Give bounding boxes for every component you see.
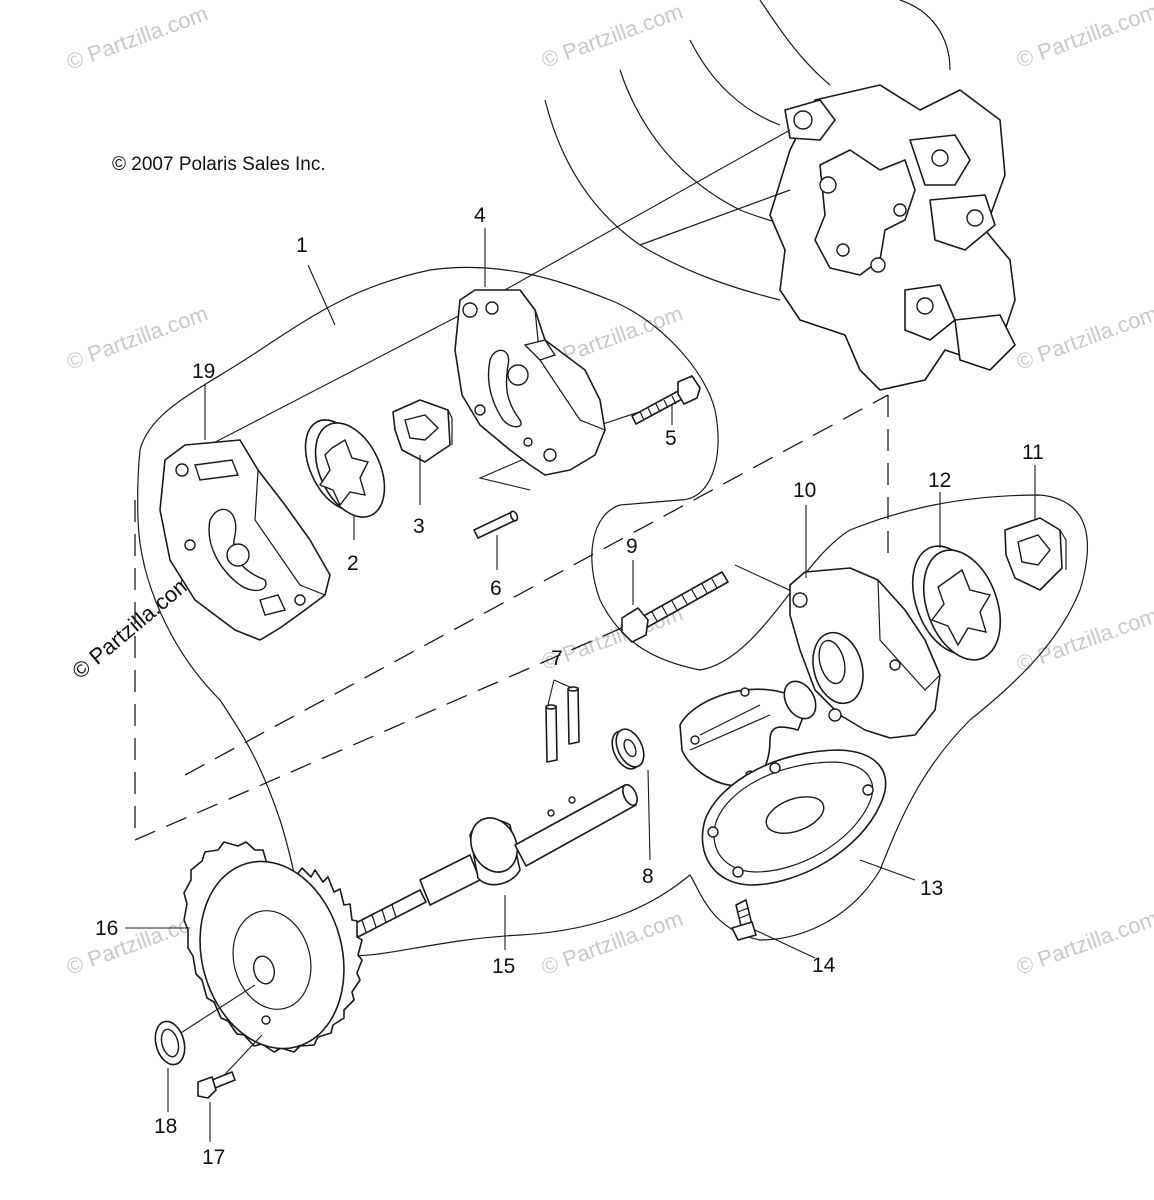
crankcase-housing — [544, 0, 1016, 391]
callout-3: 3 — [413, 515, 425, 538]
callout-7: 7 — [551, 647, 563, 670]
callout-2: 2 — [347, 552, 359, 575]
callout-15: 15 — [492, 955, 515, 978]
callout-5: 5 — [665, 427, 677, 450]
part-4-pump-plate — [454, 289, 606, 476]
watermark: © Partzilla.com — [538, 0, 686, 73]
part-13-gasket — [701, 749, 887, 886]
part-3-inner-rotor — [392, 399, 453, 463]
part-10-pump-body — [789, 567, 941, 739]
watermark-diagonal: © Partzilla.com — [67, 569, 197, 683]
callout-18: 18 — [154, 1115, 177, 1138]
callout-leaders — [125, 228, 1036, 1142]
callout-12: 12 — [928, 469, 951, 492]
callout-8: 8 — [642, 865, 654, 888]
watermark: © Partzilla.com — [63, 301, 211, 375]
callout-9: 9 — [626, 535, 638, 558]
part-7-pins — [545, 686, 580, 763]
copyright-text: © 2007 Polaris Sales Inc. — [112, 154, 326, 175]
callout-16: 16 — [95, 917, 118, 940]
callout-numbers: 1 19 4 2 3 5 6 7 8 9 10 11 12 13 14 15 1… — [95, 204, 1044, 1169]
callout-10: 10 — [793, 479, 816, 502]
callout-14: 14 — [812, 954, 836, 977]
part-8-washer — [611, 728, 645, 770]
callout-19: 19 — [192, 360, 215, 383]
callout-6: 6 — [490, 577, 502, 600]
watermark: © Partzilla.com — [1013, 0, 1154, 73]
watermark: © Partzilla.com — [63, 1, 211, 75]
part-16-drive-gear — [169, 841, 363, 1086]
part-17-bolt — [197, 1071, 236, 1099]
part-2-outer-rotor — [304, 419, 386, 518]
part-12-outer-rotor — [911, 545, 1002, 661]
part-11-inner-rotor — [1004, 517, 1067, 591]
part-15-pump-shaft — [351, 783, 638, 938]
part-19-pump-housing — [159, 439, 331, 641]
watermark: © Partzilla.com — [538, 906, 686, 980]
callout-13: 13 — [920, 877, 943, 900]
callout-17: 17 — [202, 1146, 225, 1169]
callout-4: 4 — [474, 204, 486, 227]
callout-11: 11 — [1022, 441, 1044, 464]
part-9-long-bolt — [621, 571, 729, 643]
watermark: © Partzilla.com — [1013, 301, 1154, 375]
alignment-dashed-lines — [134, 394, 889, 841]
part-6-dowel-pin — [473, 510, 519, 539]
watermark: © Partzilla.com — [1013, 603, 1154, 677]
part-5-bolt — [631, 375, 701, 425]
watermark: © Partzilla.com — [1013, 906, 1154, 980]
part-14-screw — [731, 899, 757, 941]
part-18-washer — [154, 1020, 186, 1066]
oil-strainer — [679, 680, 817, 787]
callout-1: 1 — [296, 234, 308, 257]
